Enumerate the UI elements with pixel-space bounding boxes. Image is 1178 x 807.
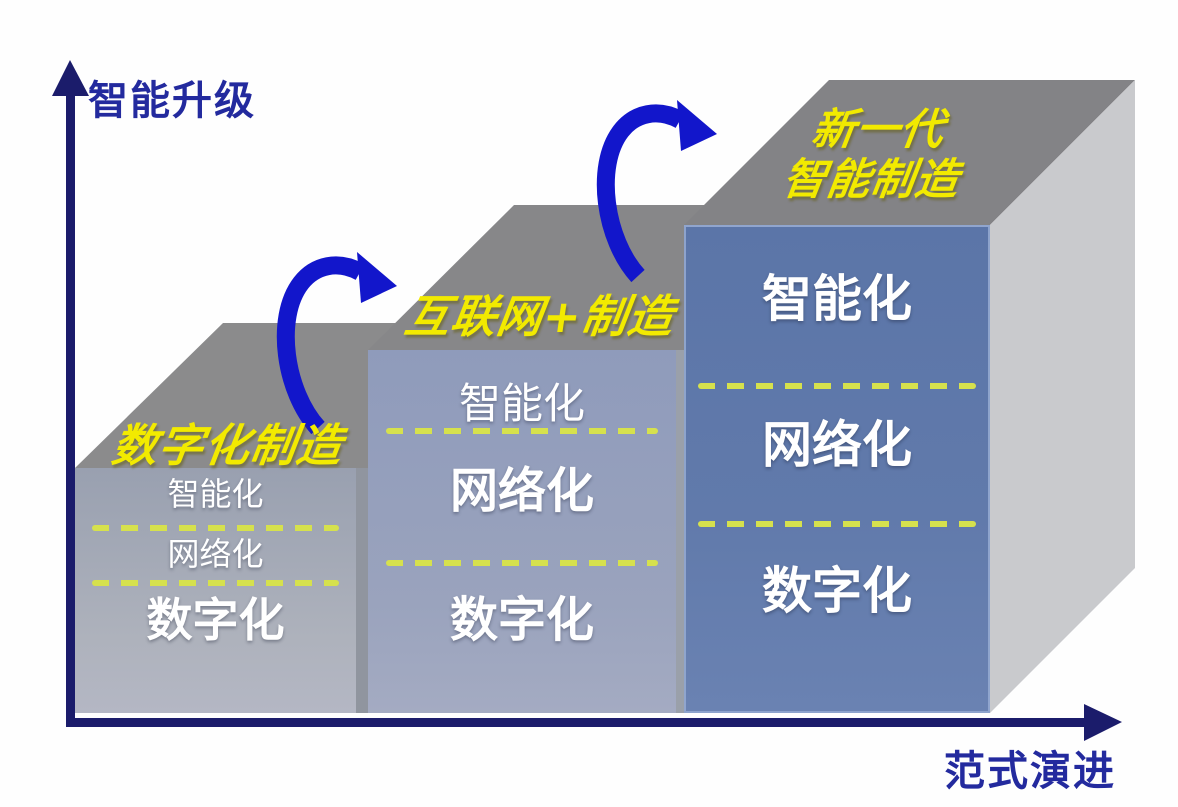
layer-divider-dash	[386, 428, 658, 434]
step-3-layer-digital: 数字化	[762, 562, 912, 620]
step-3-layer-intelligent: 智能化	[762, 270, 912, 328]
layer-divider-dash	[91, 580, 340, 586]
y-axis-arrowhead-icon	[52, 60, 89, 96]
arrow-2-curve	[596, 104, 685, 283]
y-axis-label: 智能升级	[88, 78, 256, 124]
stage-3-title: 新一代 智能制造	[745, 105, 1004, 206]
step-2-3-edge	[676, 350, 684, 713]
step-3-layer-networked: 网络化	[762, 416, 912, 474]
y-axis-line	[66, 88, 75, 723]
step-1-layer-intelligent: 智能化	[167, 475, 264, 513]
step-1-layer-networked: 网络化	[167, 535, 264, 573]
x-axis-line	[66, 718, 1088, 727]
stage-3-title-line2: 智能制造	[779, 154, 963, 205]
layer-divider-dash	[386, 560, 658, 566]
arrow-1-head	[357, 252, 397, 303]
step-2-layer-networked: 网络化	[449, 463, 594, 519]
curved-upgrade-arrow-1-icon	[276, 252, 397, 435]
step-2-layer-digital: 数字化	[449, 592, 594, 648]
x-axis-label: 范式演进	[944, 747, 1116, 795]
step-3-top-face	[684, 80, 1135, 225]
step-2-front-panel: 智能化 网络化 数字化	[368, 350, 676, 713]
layer-divider-dash	[91, 525, 340, 531]
step-2-layer-intelligent: 智能化	[458, 379, 585, 428]
x-axis-arrowhead-icon	[1084, 704, 1122, 741]
layer-divider-dash	[698, 383, 976, 389]
arrow-2-head	[677, 100, 717, 151]
stage-3-title-line1: 新一代	[808, 105, 948, 155]
curved-upgrade-arrow-2-icon	[596, 100, 717, 283]
step-1-front-panel: 智能化 网络化 数字化	[75, 468, 356, 713]
stage-2-title: 互联网+制造	[401, 290, 678, 343]
step-3-front-panel: 智能化 网络化 数字化	[684, 225, 990, 713]
layer-divider-dash	[698, 521, 976, 527]
stage-1-title: 数字化制造	[108, 419, 347, 472]
arrow-1-curve	[276, 256, 365, 435]
step-3-right-face	[990, 80, 1135, 713]
step-1-layer-digital: 数字化	[146, 593, 285, 647]
step-1-2-edge	[356, 468, 368, 713]
